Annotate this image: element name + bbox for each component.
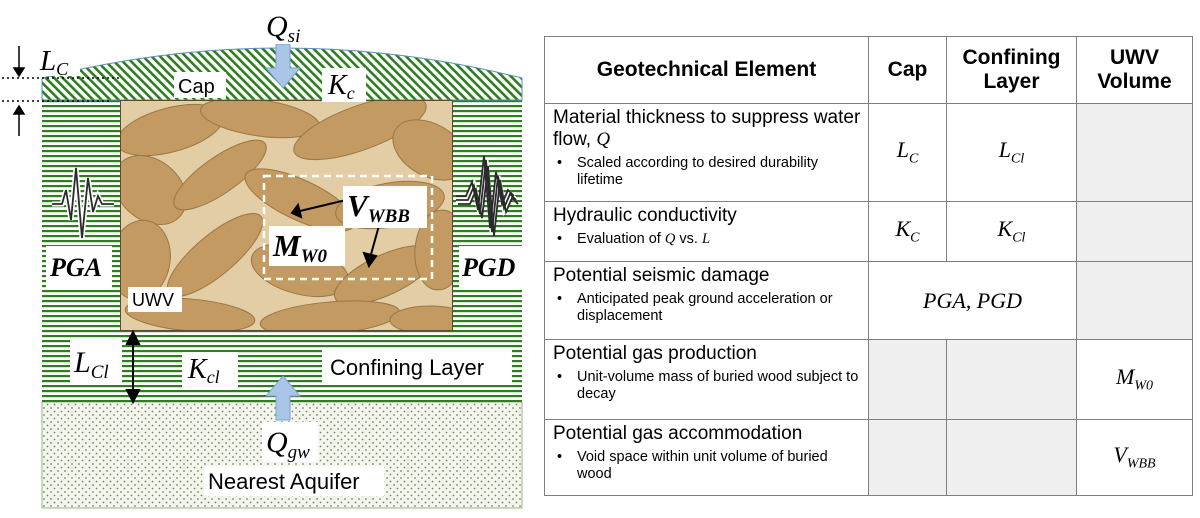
table-row: Material thickness to suppress water flo… xyxy=(544,103,1193,202)
header-cap: Cap xyxy=(868,36,947,104)
element-bullet: Scaled according to desired durability l… xyxy=(553,155,862,189)
cap-symbol-cell: LC xyxy=(868,103,947,202)
pgd-label: PGD xyxy=(461,253,516,282)
cap-empty-cell xyxy=(868,419,947,496)
cap-symbol-cell: KC xyxy=(868,201,947,262)
cap-empty-cell xyxy=(868,339,947,420)
l-cl-arrow xyxy=(125,329,141,405)
q-gw-label: Qgw xyxy=(266,426,310,463)
nearest-aquifer-label: Nearest Aquifer xyxy=(208,469,360,494)
uwv-empty-cell xyxy=(1076,103,1193,202)
v-wbb-label: VWBB xyxy=(347,188,410,227)
uwv-empty-cell xyxy=(1076,201,1193,262)
element-cell: Potential seismic damage Anticipated pea… xyxy=(544,261,869,340)
k-cl-label: Kcl xyxy=(187,354,220,387)
landfill-cross-section-diagram: Qsi LC Cap Kc VWBB MW0 PGA PGD UWV LCl K… xyxy=(0,0,540,518)
table-row: Potential gas accommodation Void space w… xyxy=(544,419,1193,496)
element-title: Potential seismic damage xyxy=(553,265,770,286)
cap-confining-symbol-cell: PGA, PGD xyxy=(868,261,1077,340)
element-bullet: Evaluation of Q vs. L xyxy=(553,231,862,248)
element-cell: Potential gas production Unit-volume mas… xyxy=(544,339,869,420)
confining-empty-cell xyxy=(946,419,1077,496)
element-title: Material thickness to suppress water flo… xyxy=(553,107,861,150)
v-wbb-arrows xyxy=(290,199,381,269)
table-row: Potential gas production Unit-volume mas… xyxy=(544,339,1193,420)
element-title: Hydraulic conductivity xyxy=(553,205,737,226)
element-title: Potential gas accommodation xyxy=(553,423,803,444)
q-si-label: Qsi xyxy=(266,10,300,47)
l-c-label: LC xyxy=(39,45,69,79)
unit-volume-dashed-box xyxy=(262,174,434,281)
element-bullet: Unit-volume mass of buried wood subject … xyxy=(553,369,862,403)
q-gw-arrow xyxy=(264,375,302,421)
table-row: Potential seismic damage Anticipated pea… xyxy=(544,261,1193,340)
l-c-arrows xyxy=(12,46,26,136)
pga-label: PGA xyxy=(49,253,102,282)
table-row: Hydraulic conductivity Evaluation of Q v… xyxy=(544,201,1193,262)
element-cell: Potential gas accommodation Void space w… xyxy=(544,419,869,496)
cap-label: Cap xyxy=(178,76,215,98)
m-w0-label: MW0 xyxy=(272,228,327,267)
uwv-symbol-cell: VWBB xyxy=(1076,419,1193,496)
element-cell: Material thickness to suppress water flo… xyxy=(544,103,869,202)
element-bullet: Void space within unit volume of buried … xyxy=(553,449,862,483)
element-cell: Hydraulic conductivity Evaluation of Q v… xyxy=(544,201,869,262)
element-title: Potential gas production xyxy=(553,343,757,364)
l-cl-label: LCl xyxy=(73,346,109,383)
uwv-label: UWV xyxy=(132,290,174,310)
confining-layer-label: Confining Layer xyxy=(330,355,484,380)
header-geotechnical-element: Geotechnical Element xyxy=(544,36,869,104)
confining-symbol-cell: LCl xyxy=(946,103,1077,202)
uwv-empty-cell xyxy=(1076,261,1193,340)
q-si-arrow xyxy=(264,43,302,89)
element-bullet: Anticipated peak ground acceleration or … xyxy=(553,291,862,325)
confining-empty-cell xyxy=(946,339,1077,420)
confining-symbol-cell: KCl xyxy=(946,201,1077,262)
uwv-symbol-cell: MW0 xyxy=(1076,339,1193,420)
k-c-label: Kc xyxy=(327,70,355,103)
